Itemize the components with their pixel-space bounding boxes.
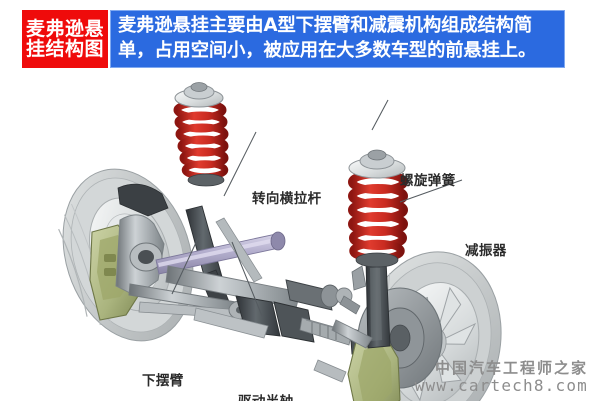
suspension-illustration: 转向横拉杆 螺旋弹簧 减振器 下摆臂 驱动半轴 <box>0 70 600 401</box>
left-hub-knuckle <box>115 183 169 297</box>
badge-line-2: 挂结构图 <box>25 38 104 60</box>
description-text: 麦弗逊悬挂主要由A型下摆臂和减震机构组成结构简单，占用空间小，被应用在大多数车型… <box>118 15 537 61</box>
left-strut-top-mount <box>174 82 224 108</box>
leader-coil-spring <box>371 99 389 131</box>
watermark-url: www.cartech8.com <box>414 376 588 396</box>
watermark: 中国汽车工程师之家 www.cartech8.com <box>415 360 588 395</box>
header-banner: 麦弗逊悬 挂结构图 麦弗逊悬挂主要由A型下摆臂和减震机构组成结构简单，占用空间小… <box>0 0 600 78</box>
label-drive-shaft: 驱动半轴 <box>238 390 294 401</box>
label-coil-spring: 螺旋弹簧 <box>400 173 456 189</box>
label-damper: 减振器 <box>465 243 507 259</box>
leader-tie-rod <box>223 131 257 197</box>
leader-lower-arm <box>171 233 201 295</box>
watermark-site-name: 中国汽车工程师之家 <box>434 359 588 378</box>
left-coil-spring <box>173 99 229 180</box>
title-badge: 麦弗逊悬 挂结构图 <box>22 10 108 68</box>
badge-line-1: 麦弗逊悬 <box>25 17 104 40</box>
leader-lines <box>171 99 463 317</box>
label-lower-arm: 下摆臂 <box>142 373 184 389</box>
label-tie-rod: 转向横拉杆 <box>252 191 322 207</box>
right-coil-spring <box>348 170 408 263</box>
right-lower-arm <box>313 319 373 383</box>
right-brake-assembly <box>347 287 443 401</box>
description-box: 麦弗逊悬挂主要由A型下摆臂和减震机构组成结构简单，占用空间小，被应用在大多数车型… <box>110 10 565 68</box>
steering-link-detail <box>215 217 361 315</box>
steering-rack <box>285 279 340 311</box>
leader-damper <box>399 179 463 203</box>
right-strut-top-mount <box>348 149 406 179</box>
suspension-svg <box>58 82 502 401</box>
right-strut-assembly <box>348 149 408 349</box>
leader-drive-shaft <box>231 241 263 317</box>
